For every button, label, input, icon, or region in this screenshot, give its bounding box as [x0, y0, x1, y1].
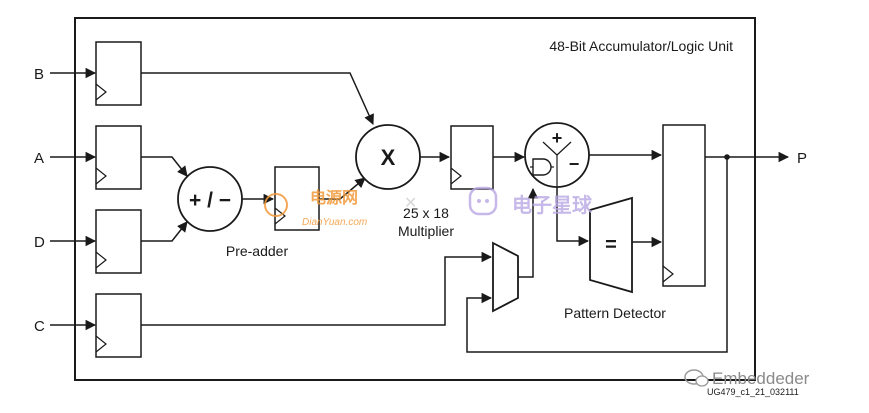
register-d	[95, 209, 142, 274]
pattern-detector: =	[589, 196, 633, 294]
logic-gate-icon	[532, 158, 552, 176]
alu-minus: −	[569, 154, 580, 174]
watermark-wechat: Embeddeder	[684, 369, 810, 388]
watermark-dianyuan: 电源网 DianYuan.com	[264, 188, 367, 228]
multiplier: X	[355, 124, 421, 190]
preadder: + / −	[177, 166, 243, 232]
diagram-title: 48-Bit Accumulator/Logic Unit	[549, 38, 733, 54]
wire-register-to-multiplier	[319, 177, 366, 200]
register-preadder	[274, 166, 320, 231]
watermark-dianyuan-en: DianYuan.com	[302, 217, 367, 228]
pattern-detector-label: Pattern Detector	[564, 305, 666, 321]
alu-plus: +	[552, 128, 563, 148]
wire-a-to-preadder	[141, 156, 188, 177]
figure-id: UG479_c1_21_032111	[707, 387, 799, 397]
wire-mux-to-alu	[518, 187, 539, 278]
dianyuan-logo-icon	[264, 193, 288, 217]
preadder-label: Pre-adder	[226, 243, 289, 259]
watermark-wechat-text: Embeddeder	[712, 369, 810, 388]
close-x-icon: ✕	[404, 195, 417, 212]
input-c-label: C	[34, 318, 45, 335]
wire-b-to-multiplier	[141, 72, 374, 125]
multiplier-symbol: X	[381, 145, 396, 170]
input-b: B	[34, 66, 97, 83]
pattern-detector-symbol: =	[605, 234, 617, 256]
preadder-symbol: + / −	[189, 189, 231, 212]
mux	[492, 241, 519, 313]
wire-feedback-loop	[466, 157, 728, 353]
register-b	[95, 41, 142, 106]
alu: + −	[524, 122, 590, 188]
watermark-dianyuan-cn: 电源网	[310, 188, 358, 207]
multiplier-label-name: Multiplier	[398, 223, 454, 239]
register-multiplier	[450, 125, 494, 190]
input-b-label: B	[34, 66, 44, 83]
outer-frame	[74, 17, 756, 381]
watermark-elecfans-text: 电子星球	[512, 194, 593, 217]
register-a	[95, 125, 142, 190]
wire-c-to-mux	[141, 251, 493, 326]
watermark-elecfans: ✕ 电子星球	[404, 186, 593, 217]
wire-alu-to-pattern-detector	[556, 187, 590, 247]
input-c: C	[34, 318, 97, 335]
multiplier-label-size: 25 x 18	[403, 205, 449, 221]
elecfans-logo-icon	[468, 186, 498, 216]
input-d-label: D	[34, 234, 45, 251]
input-d: D	[34, 234, 97, 251]
input-a: A	[34, 150, 97, 167]
wire-d-to-preadder	[141, 221, 188, 242]
input-a-label: A	[34, 150, 44, 167]
register-output	[662, 124, 706, 287]
output-p-label: P	[797, 150, 807, 167]
register-c	[95, 293, 142, 358]
